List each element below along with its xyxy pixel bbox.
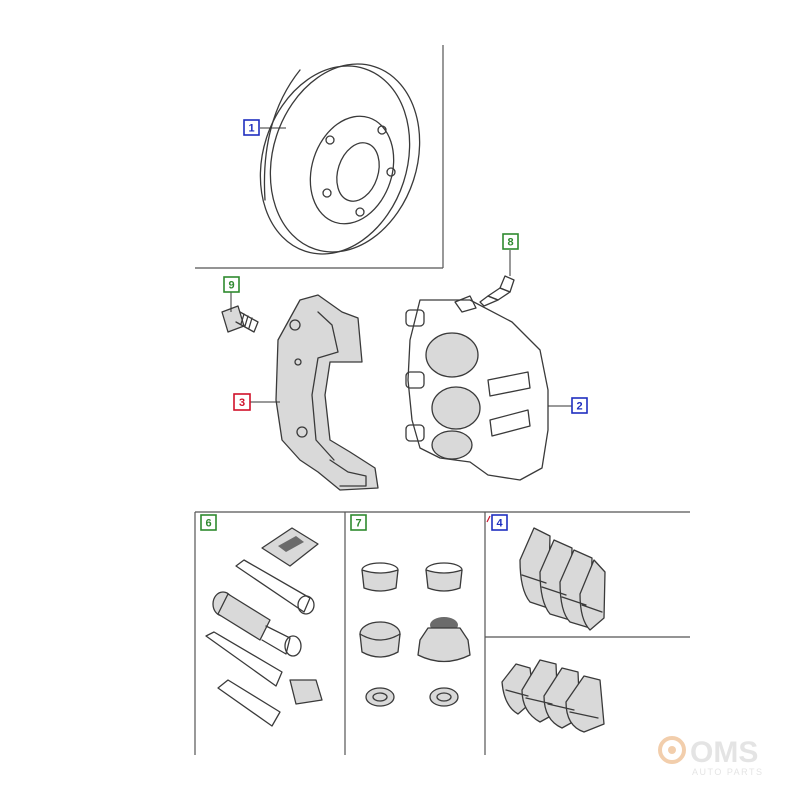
callout-8[interactable]: 8	[502, 233, 519, 250]
callout-4[interactable]: 4	[491, 514, 508, 531]
brake-pad-set-lower	[501, 659, 605, 733]
callout-7-label: 7	[355, 518, 361, 530]
bleed-screw-nipple	[499, 275, 515, 293]
brake-disc	[259, 63, 421, 255]
callout-4-label: 4	[496, 518, 503, 530]
bracket-inner-edge	[311, 311, 339, 461]
bolt-9-shank	[235, 311, 259, 333]
disc-hat	[309, 115, 395, 225]
bracket-mount-hole	[296, 426, 308, 438]
seal-sleeve-left	[361, 562, 399, 592]
bracket-mount-hole	[294, 358, 302, 366]
disc-center-bore	[336, 142, 380, 202]
caliper-piston-top	[425, 332, 479, 378]
grease-sachet-label	[278, 536, 304, 552]
disc-stud-hole	[325, 135, 335, 145]
bleed-screw-8	[479, 275, 515, 307]
o-ring-right	[429, 687, 459, 707]
guide-sleeve	[217, 679, 281, 727]
caliper-bleed-boss	[454, 295, 477, 313]
caliper-carrier-bracket	[275, 294, 379, 491]
brake-pad-set-upper	[519, 527, 606, 631]
o-ring-left	[365, 687, 395, 707]
watermark-tagline: AUTO PARTS	[692, 767, 764, 777]
dust-boot-bellows	[417, 627, 471, 663]
bracket-body	[275, 294, 379, 491]
disc-stud-hole	[322, 188, 332, 198]
brake-pad-chamfer	[505, 689, 599, 719]
caliper-piston-bottom	[431, 430, 473, 460]
disc-rear-edge	[259, 65, 411, 255]
guide-bushing-shaft	[261, 625, 291, 655]
dust-boot	[417, 617, 471, 663]
disc-stud-hole	[355, 207, 365, 217]
bolt-9	[221, 305, 259, 333]
bracket-mount-hole	[289, 319, 301, 331]
callout-1[interactable]: 1	[243, 119, 260, 136]
guide-pin-long-end	[297, 595, 315, 615]
disc-outer-face	[269, 63, 421, 253]
guide-pin-boot	[289, 679, 323, 705]
caliper-body	[405, 295, 549, 481]
caliper-piston-middle	[431, 386, 481, 430]
caliper-bridge-slot	[489, 409, 531, 437]
piston-seal-cap	[359, 621, 401, 658]
guide-bushing-body	[217, 593, 271, 641]
callout-6-label: 6	[205, 518, 211, 530]
callout-4-marker	[486, 515, 491, 523]
piston-cap-body	[359, 633, 401, 658]
bracket-pad-slot	[329, 459, 367, 487]
o-ring-outer	[429, 687, 459, 707]
caliper-guide-pin	[405, 424, 425, 442]
seal-sleeve-right	[425, 562, 463, 592]
leader-lines	[230, 127, 572, 407]
o-ring-inner	[372, 692, 388, 702]
callout-3[interactable]: 3	[233, 393, 251, 411]
caliper-bridge-slot	[487, 371, 531, 397]
callout-7[interactable]: 7	[350, 514, 367, 531]
section-frames	[194, 45, 690, 755]
bolt-9-thread	[240, 313, 253, 329]
caliper-outline	[407, 299, 549, 481]
brake-pad-chamfer	[521, 574, 603, 613]
brake-pad	[565, 675, 605, 733]
seal-kit-7	[359, 562, 471, 707]
callout-8-label: 8	[507, 237, 513, 249]
guide-pin-long	[235, 559, 311, 613]
o-ring-outer	[365, 687, 395, 707]
guide-pin-short	[205, 631, 283, 687]
brake-pad	[579, 559, 606, 631]
guide-bushing-end	[284, 635, 302, 657]
o-ring-inner	[436, 692, 452, 702]
disc-stud-hole	[386, 167, 396, 177]
watermark-brand: OMS	[690, 736, 758, 769]
callout-9-label: 9	[228, 280, 234, 292]
callout-1-label: 1	[248, 123, 254, 135]
bolt-9-head	[221, 305, 245, 333]
disc-stud-hole	[377, 125, 387, 135]
callout-2-label: 2	[576, 401, 582, 413]
caliper-guide-pin	[405, 371, 425, 389]
watermark-logo: OMS AUTO PARTS	[658, 736, 764, 777]
caliper-guide-pin	[405, 309, 425, 327]
seal-sleeve-body	[361, 569, 399, 592]
gear-icon	[658, 736, 686, 764]
callout-6[interactable]: 6	[200, 514, 217, 531]
callout-2[interactable]: 2	[571, 397, 588, 414]
callout-9[interactable]: 9	[223, 276, 240, 293]
callout-3-label: 3	[239, 397, 245, 409]
bleed-screw-body	[487, 287, 511, 301]
seal-sleeve-body	[425, 569, 463, 592]
bleed-screw-thread	[479, 295, 499, 307]
guide-pin-kit-6	[205, 527, 323, 727]
